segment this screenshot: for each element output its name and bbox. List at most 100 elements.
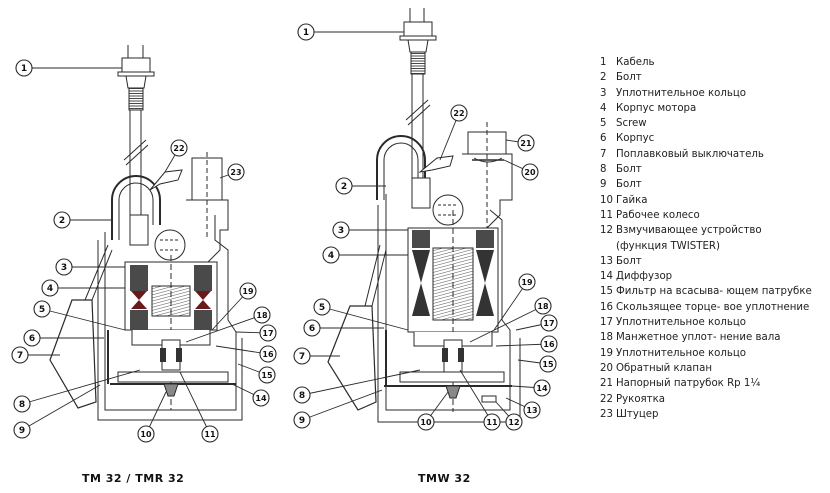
callout-number: 13 xyxy=(526,406,537,415)
callout-circle xyxy=(23,329,41,347)
callout-number: 17 xyxy=(262,329,273,338)
callout-circle xyxy=(258,366,276,384)
callout-circle xyxy=(13,395,31,413)
callout-12: 12 xyxy=(495,401,523,431)
legend-number: 6 xyxy=(600,133,607,145)
callout-circle xyxy=(201,425,219,443)
callout-circle xyxy=(303,319,321,337)
callout-circle xyxy=(170,139,188,157)
legend-text: Рабочее колесо xyxy=(616,209,700,221)
plug-icon xyxy=(117,45,155,225)
pump-tmw32-drawing xyxy=(327,8,521,423)
legend-number: 18 xyxy=(600,332,613,344)
callout-circle xyxy=(521,163,539,181)
callout-21: 21 xyxy=(505,134,535,152)
callout-20: 20 xyxy=(503,159,539,181)
callout-number: 2 xyxy=(341,182,347,192)
legend-number: 1 xyxy=(600,57,607,68)
callout-15: 15 xyxy=(237,363,276,384)
legend-number: 21 xyxy=(600,378,613,390)
callout-circle xyxy=(15,59,33,77)
callout-circle xyxy=(33,300,51,318)
pump-tm32-drawing xyxy=(49,45,243,421)
callout-number: 17 xyxy=(543,319,554,328)
legend-number: 16 xyxy=(600,301,613,313)
legend-text: Манжетное уплот- нение вала xyxy=(616,332,781,344)
legend-text: Болт xyxy=(616,72,642,84)
legend-text: Корпус xyxy=(616,133,655,145)
callout-number: 19 xyxy=(521,278,533,287)
legend-text: Напорный патрубок Rp 1¼ xyxy=(616,378,761,390)
legend-text: Screw xyxy=(616,118,647,130)
callout-number: 8 xyxy=(299,391,305,401)
legend-item: (функция TWISTER) xyxy=(600,239,830,254)
callout-1: 1 xyxy=(297,23,404,41)
callout-23: 23 xyxy=(219,163,245,181)
callout-circle xyxy=(450,104,468,122)
callout-19: 19 xyxy=(211,282,257,331)
legend-number: 19 xyxy=(600,347,613,359)
leader-line xyxy=(185,314,263,343)
callout-number: 14 xyxy=(255,394,267,403)
callout-number: 18 xyxy=(537,302,549,311)
legend-text: Скользящее торце- вое уплотнение xyxy=(616,301,810,313)
legend-number: 22 xyxy=(600,393,613,405)
callout-circle xyxy=(293,411,311,429)
callout-17: 17 xyxy=(515,314,558,332)
callout-circle xyxy=(55,258,73,276)
callout-circle xyxy=(505,413,523,431)
callout-number: 8 xyxy=(19,400,25,410)
callout-number: 12 xyxy=(508,418,519,427)
legend-number: 12 xyxy=(600,225,613,237)
callout-circle xyxy=(253,306,271,324)
callout-13: 13 xyxy=(505,397,541,419)
callout-15: 15 xyxy=(517,355,557,373)
legend-number xyxy=(600,239,616,254)
callout-number: 3 xyxy=(61,263,67,273)
callout-number: 23 xyxy=(230,168,241,177)
legend-number: 20 xyxy=(600,362,613,374)
callout-19: 19 xyxy=(493,273,536,331)
leader-line xyxy=(215,345,269,355)
leader-line xyxy=(21,369,141,405)
legend-number: 9 xyxy=(600,179,607,191)
callout-number: 19 xyxy=(242,287,254,296)
callout-6: 6 xyxy=(303,319,384,337)
callout-4: 4 xyxy=(41,279,125,297)
callout-number: 15 xyxy=(261,371,273,380)
leader-line xyxy=(493,281,528,331)
callout-circle xyxy=(335,177,353,195)
legend-text: Гайка xyxy=(616,194,648,206)
legend-text: Фильтр на всасыва- ющем патрубке xyxy=(616,286,812,298)
callout-circle xyxy=(540,314,558,332)
leader-line xyxy=(459,369,493,423)
legend-text: Уплотнительное кольцо xyxy=(616,87,747,99)
callout-number: 16 xyxy=(262,350,274,359)
legend-text: Корпус мотора xyxy=(616,102,697,114)
legend-number: 17 xyxy=(600,317,613,329)
callout-circle xyxy=(483,413,501,431)
callout-2: 2 xyxy=(335,177,386,195)
callout-14: 14 xyxy=(231,383,270,407)
callout-circle xyxy=(227,163,245,181)
callout-number: 10 xyxy=(420,418,432,427)
callout-number: 6 xyxy=(309,324,315,334)
callout-7: 7 xyxy=(11,346,60,364)
callout-number: 20 xyxy=(524,168,536,177)
callout-circle xyxy=(322,246,340,264)
callout-9: 9 xyxy=(13,384,101,439)
callout-18: 18 xyxy=(185,306,271,343)
callout-5: 5 xyxy=(33,300,126,331)
